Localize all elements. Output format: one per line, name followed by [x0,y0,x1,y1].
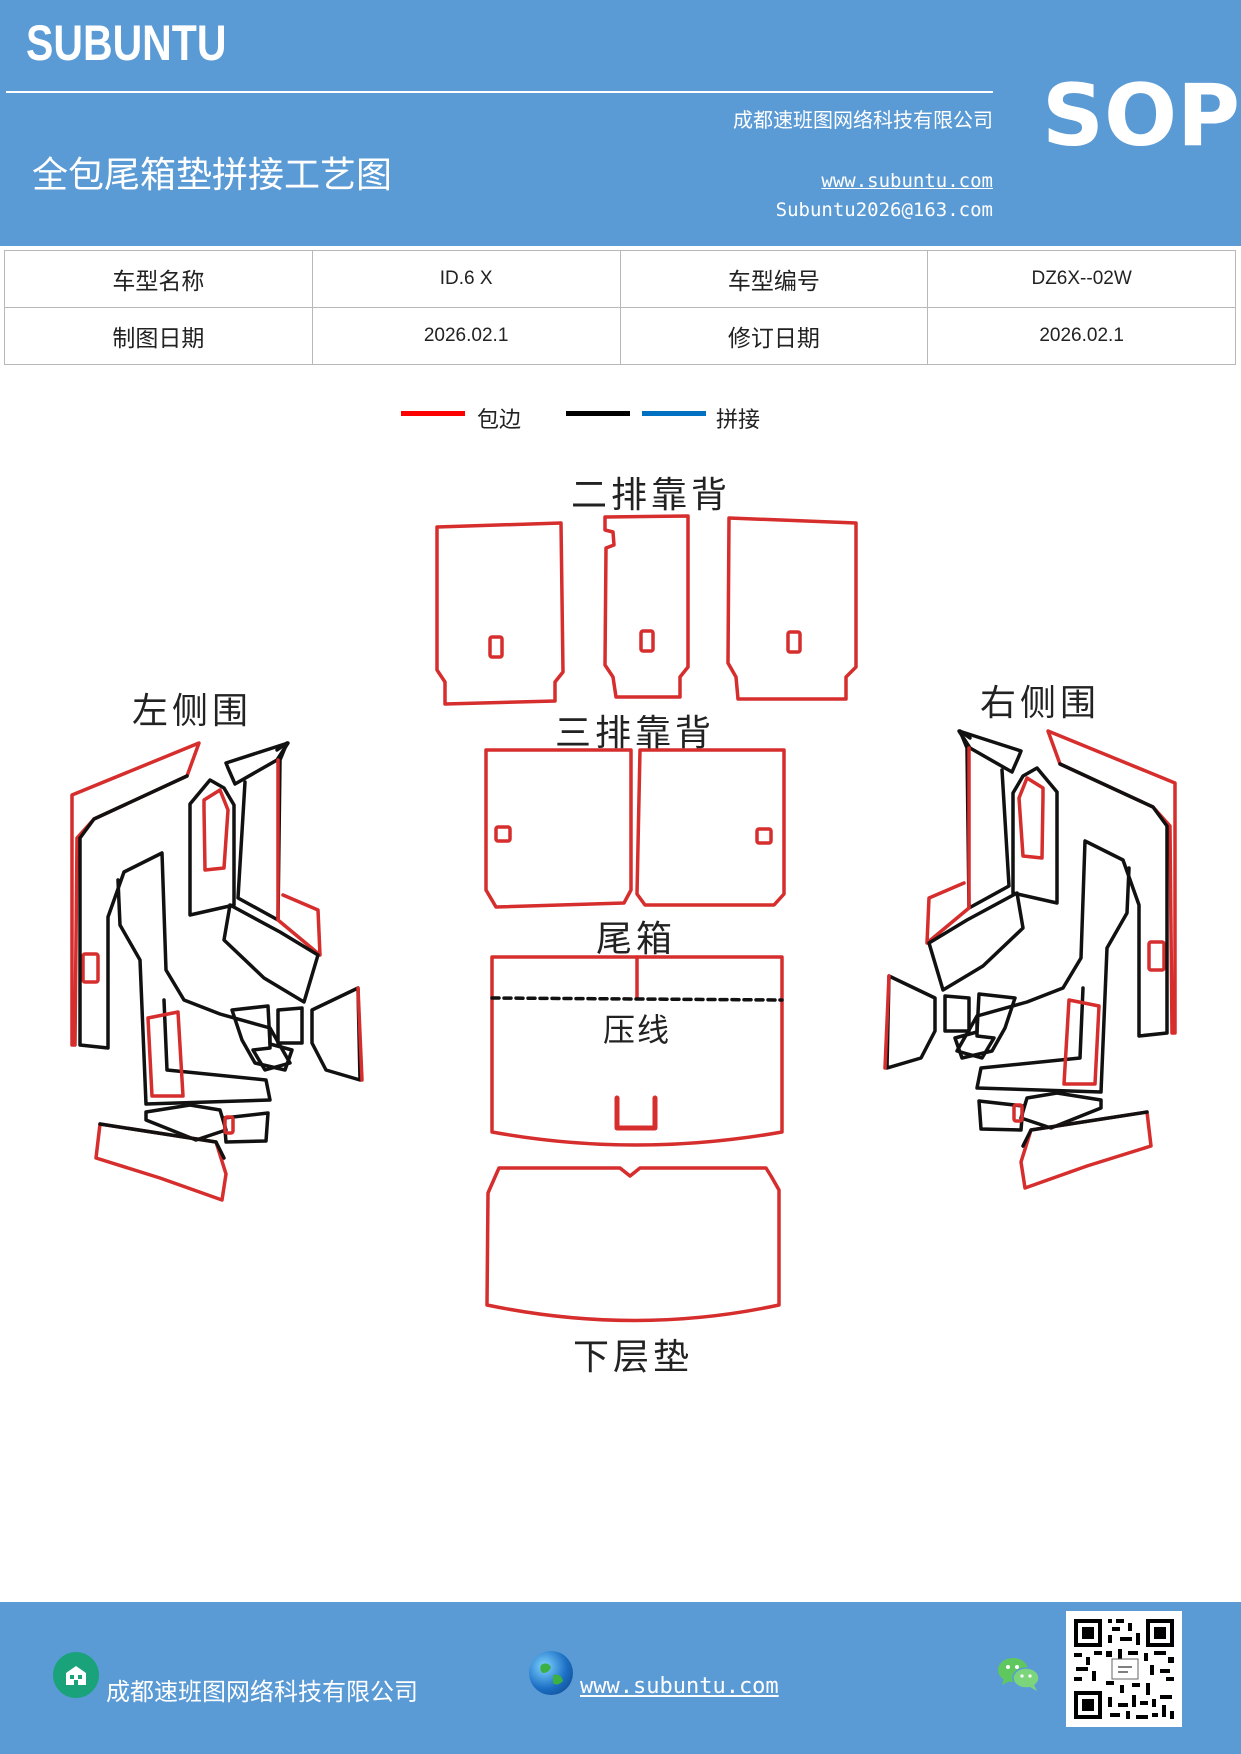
brand-logo: SUBUNTU [26,15,227,71]
building-icon [53,1652,99,1698]
table-cell: 2026.02.1 [927,307,1236,365]
legend-red-line [401,411,465,416]
mat-diagram-svg [70,514,1177,1323]
qr-code [1066,1611,1182,1727]
label-lower-mat: 下层垫 [573,1337,694,1378]
lower-mat [485,1166,781,1323]
legend-label-seam: 拼接 [716,408,761,433]
footer-website-link[interactable]: www.subuntu.com [580,1674,779,1699]
mat-diagram: 二排靠背 三排靠背 左侧围 右侧围 尾箱 压线 下层垫 [0,440,1241,1400]
second-row-backrest [435,514,858,706]
header-email: Subuntu2026@163.com [775,199,993,221]
header-website-link[interactable]: www.subuntu.com [821,170,993,192]
label-right-side: 右侧围 [980,683,1101,724]
table-cell: DZ6X--02W [927,250,1236,308]
right-side-panel [883,729,1177,1190]
label-third-row: 三排靠背 [555,713,716,754]
table-row: 制图日期 2026.02.1 修订日期 2026.02.1 [4,307,1236,365]
table-cell: 车型名称 [4,250,313,308]
legend-blue-line [642,411,706,416]
left-side-panel [70,741,364,1202]
table-cell: 制图日期 [4,307,313,365]
footer-banner: 成都速班图网络科技有限公司 www.subuntu.com [0,1602,1241,1754]
qr-code-pattern [1066,1611,1182,1727]
table-cell: 2026.02.1 [311,307,621,365]
label-trunk: 尾箱 [596,919,677,960]
legend-black-line [566,411,630,416]
table-row: 车型名称 ID.6 X 车型编号 DZ6X--02W [4,250,1236,308]
header-company: 成都速班图网络科技有限公司 [733,108,993,132]
label-second-row: 二排靠背 [571,475,732,516]
globe-icon [529,1651,573,1695]
legend: 包边 拼接 [0,400,1241,440]
vehicle-info-table: 车型名称 ID.6 X 车型编号 DZ6X--02W 制图日期 2026.02.… [4,250,1236,365]
third-row-backrest [484,748,786,909]
table-cell: 修订日期 [619,307,929,365]
label-crease: 压线 [603,1011,672,1049]
label-left-side: 左侧围 [132,691,253,732]
trunk-mat [490,955,784,1147]
footer-company: 成都速班图网络科技有限公司 [106,1678,418,1706]
document-title: 全包尾箱垫拼接工艺图 [32,155,393,196]
table-cell: ID.6 X [311,250,621,308]
legend-label-edge: 包边 [477,408,522,433]
header-banner: SUBUNTU 成都速班图网络科技有限公司 全包尾箱垫拼接工艺图 www.sub… [0,0,1241,246]
sop-badge: SOP [1042,66,1241,166]
table-cell: 车型编号 [619,250,929,308]
header-divider [6,91,993,93]
wechat-icon[interactable] [996,1654,1042,1694]
